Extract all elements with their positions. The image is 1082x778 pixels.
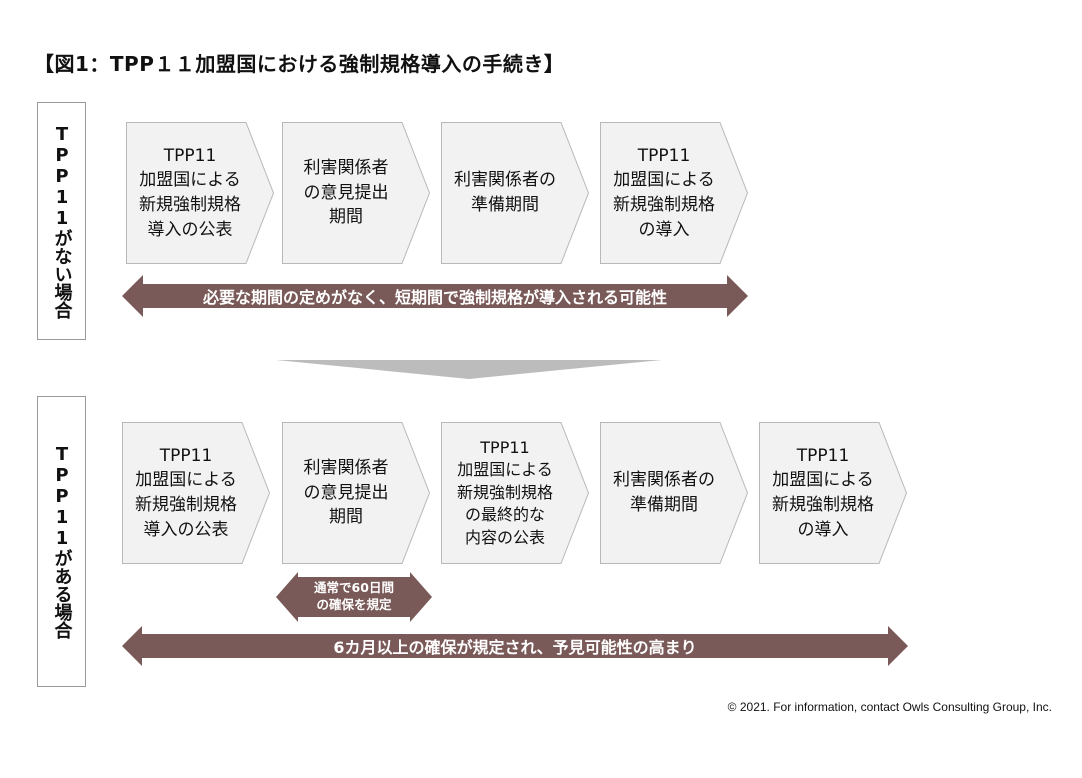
step-without-1: TPP11 加盟国による 新規強制規格 導入の公表 — [126, 122, 275, 264]
double-arrow-shape — [122, 275, 748, 317]
step-without-1-text: TPP11 加盟国による 新規強制規格 導入の公表 — [139, 145, 241, 240]
chevron-shape — [600, 422, 749, 564]
step-without-3: 利害関係者の 準備期間 — [441, 122, 590, 264]
chevron-shape — [126, 122, 275, 264]
step-without-2-text: 利害関係者 の意見提出 期間 — [303, 158, 389, 228]
double-arrow-without-label: 必要な期間の定めがなく、短期間で強制規格が導入される可能性 — [202, 288, 667, 307]
step-with-5-text: TPP11 加盟国による 新規強制規格 の導入 — [772, 445, 874, 540]
chevron-shape — [759, 422, 908, 564]
figure-title: 【図1：TPP１１加盟国における強制規格導入の手続き】 — [34, 52, 565, 76]
step-with-3: TPP11 加盟国による 新規強制規格 の最終的な 内容の公表 — [441, 422, 590, 564]
chevron-shape — [282, 122, 431, 264]
double-arrow-with-label: 6カ月以上の確保が規定され、予見可能性の高まり — [333, 638, 697, 657]
step-without-3-text: 利害関係者の 準備期間 — [454, 170, 556, 215]
copyright-notice: © 2021. For information, contact Owls Co… — [727, 700, 1052, 714]
chevron-shape — [441, 122, 590, 264]
double-arrow-shape — [122, 626, 908, 666]
side-label-with-tpp11: TPP11がある場合 — [37, 396, 86, 687]
step-without-4-text: TPP11 加盟国による 新規強制規格 の導入 — [613, 145, 715, 240]
step-without-2: 利害関係者 の意見提出 期間 — [282, 122, 431, 264]
side-label-with-text: TPP11がある場合 — [51, 444, 73, 639]
step-with-4: 利害関係者の 準備期間 — [600, 422, 749, 564]
chevron-shape — [122, 422, 271, 564]
chevron-shape — [441, 422, 590, 564]
chevron-shape — [600, 122, 749, 264]
double-arrow-without: 必要な期間の定めがなく、短期間で強制規格が導入される可能性 — [122, 275, 748, 317]
small-double-arrow-label: 通常で60日間 の確保を規定 — [314, 580, 394, 612]
step-without-4: TPP11 加盟国による 新規強制規格 の導入 — [600, 122, 749, 264]
double-arrow-with: 6カ月以上の確保が規定され、予見可能性の高まり — [122, 626, 908, 666]
side-label-without-tpp11: TPP11がない場合 — [37, 102, 86, 340]
side-label-without-text: TPP11がない場合 — [51, 123, 73, 319]
step-with-1: TPP11 加盟国による 新規強制規格 導入の公表 — [122, 422, 271, 564]
step-with-2: 利害関係者 の意見提出 期間 — [282, 422, 431, 564]
step-with-2-text: 利害関係者 の意見提出 期間 — [303, 458, 389, 528]
small-double-arrow-shape — [276, 572, 432, 622]
transition-funnel — [276, 360, 662, 379]
step-with-5: TPP11 加盟国による 新規強制規格 の導入 — [759, 422, 908, 564]
step-with-1-text: TPP11 加盟国による 新規強制規格 導入の公表 — [135, 445, 237, 540]
step-with-3-text: TPP11 加盟国による 新規強制規格 の最終的な 内容の公表 — [456, 438, 553, 547]
chevron-shape — [282, 422, 431, 564]
step-with-4-text: 利害関係者の 準備期間 — [613, 470, 715, 515]
small-double-arrow-60-days: 通常で60日間 の確保を規定 — [276, 572, 432, 622]
